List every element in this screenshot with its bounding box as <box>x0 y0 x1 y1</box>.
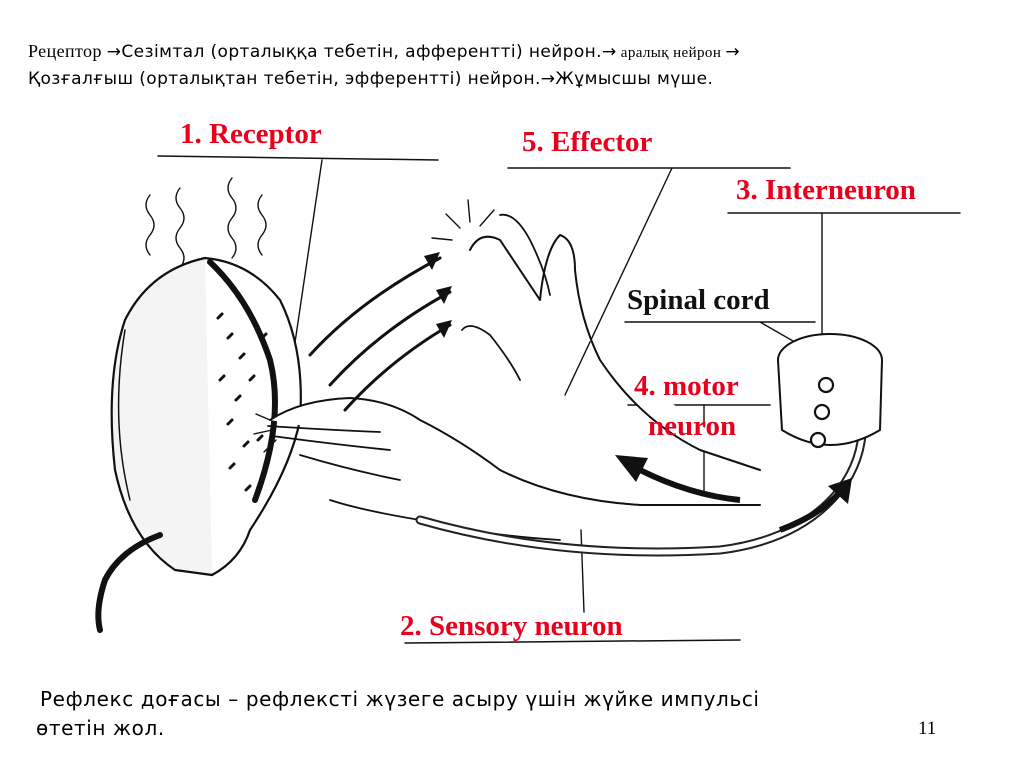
touching-hand <box>269 397 761 506</box>
arrow-head-icon <box>436 286 452 304</box>
pain-burst-icon <box>253 199 495 453</box>
sensory-leader <box>580 529 585 613</box>
motor-arrow-head-icon <box>615 455 648 482</box>
definition-line-1: Рефлекс доғасы – рефлексті жүзеге асыру … <box>40 687 760 711</box>
steam-holes <box>216 312 268 492</box>
label-receptor: 1. Receptor <box>180 118 322 150</box>
arrow-head-icon <box>436 320 452 338</box>
header-sensory: Сезімтал (орталыққа тебетін, афферентті)… <box>121 42 602 62</box>
withdrawn-hand-fingers <box>461 213 551 381</box>
heat-wave <box>227 177 237 259</box>
header-interneuron: аралық нейрон <box>616 45 726 61</box>
arrow-head-icon <box>424 252 440 270</box>
heat-wave <box>175 187 185 269</box>
header-motor: Қозғалғыш (орталықтан тебетін, эфферентт… <box>28 69 541 89</box>
label-interneuron: 3. Interneuron <box>736 174 916 206</box>
definition-text: Рефлекс доғасы – рефлексті жүзеге асыру … <box>36 685 940 743</box>
arrow-icon: → <box>540 69 556 89</box>
motor-arrow-body <box>638 467 741 503</box>
header-line-1: Рецептор →Сезімтал (орталыққа тебетін, а… <box>28 38 1008 66</box>
touching-hand-fingers <box>267 425 561 541</box>
page-number: 11 <box>918 718 937 739</box>
sensory-arrow-head-icon <box>828 478 852 504</box>
label-spinal-cord: Spinal cord <box>627 284 770 316</box>
header-line-2: Қозғалғыш (орталықтан тебетін, эфферентт… <box>28 66 1008 92</box>
motion-arrow <box>328 290 452 387</box>
sensory-arrow-body <box>778 489 843 533</box>
label-sensory-neuron: 2. Sensory neuron <box>400 610 623 642</box>
withdrawn-hand <box>469 234 761 471</box>
nerve-pathway-inner <box>417 397 865 555</box>
arrow-icon: → <box>725 42 741 62</box>
arrow-icon: → <box>106 42 122 62</box>
motion-arrow <box>343 323 452 412</box>
motion-arrow <box>308 256 442 357</box>
heat-wave <box>257 194 267 256</box>
receptor-underline <box>157 155 439 161</box>
header-text: Рецептор →Сезімтал (орталыққа тебетін, а… <box>28 38 1008 92</box>
iron-body <box>110 256 214 577</box>
label-motor-line2: neuron <box>648 410 737 442</box>
neuron-cell <box>809 431 827 449</box>
effector-leader <box>564 167 673 396</box>
iron-handle <box>117 329 131 501</box>
sensory-underline <box>404 639 741 644</box>
heat-wave <box>145 194 155 256</box>
spinal-cord-body <box>777 359 883 446</box>
label-effector: 5. Effector <box>522 126 653 158</box>
iron-cord <box>95 532 163 633</box>
arrow-icon: → <box>601 42 617 62</box>
arrowheads <box>424 252 852 533</box>
header-receptor: Рецептор <box>28 41 107 61</box>
definition-line-2: өтетін жол. <box>36 716 165 740</box>
label-motor-line1: 4. motor <box>634 370 739 402</box>
neuron-cell <box>817 376 835 394</box>
iron-edge <box>207 259 278 503</box>
neuron-cell <box>813 403 831 421</box>
header-organ: Жұмысшы мүше. <box>555 69 714 89</box>
